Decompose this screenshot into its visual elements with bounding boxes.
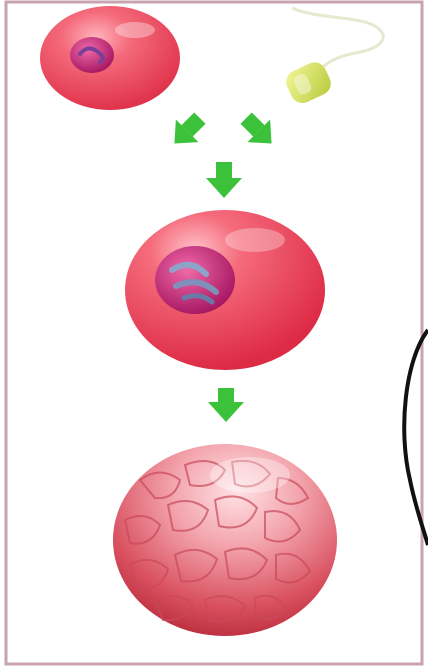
arrow-merge-down <box>206 162 242 198</box>
embryo-cell-cluster-icon <box>113 444 337 636</box>
arrow-zygote-to-embryo <box>208 388 244 422</box>
egg-cell-icon <box>40 6 180 110</box>
arrow-sperm-to-zygote <box>235 107 283 155</box>
side-curve <box>404 330 428 545</box>
zygote-cell-icon <box>125 210 325 370</box>
arrow-egg-to-zygote <box>163 107 211 155</box>
sperm-cell-icon <box>282 8 383 107</box>
